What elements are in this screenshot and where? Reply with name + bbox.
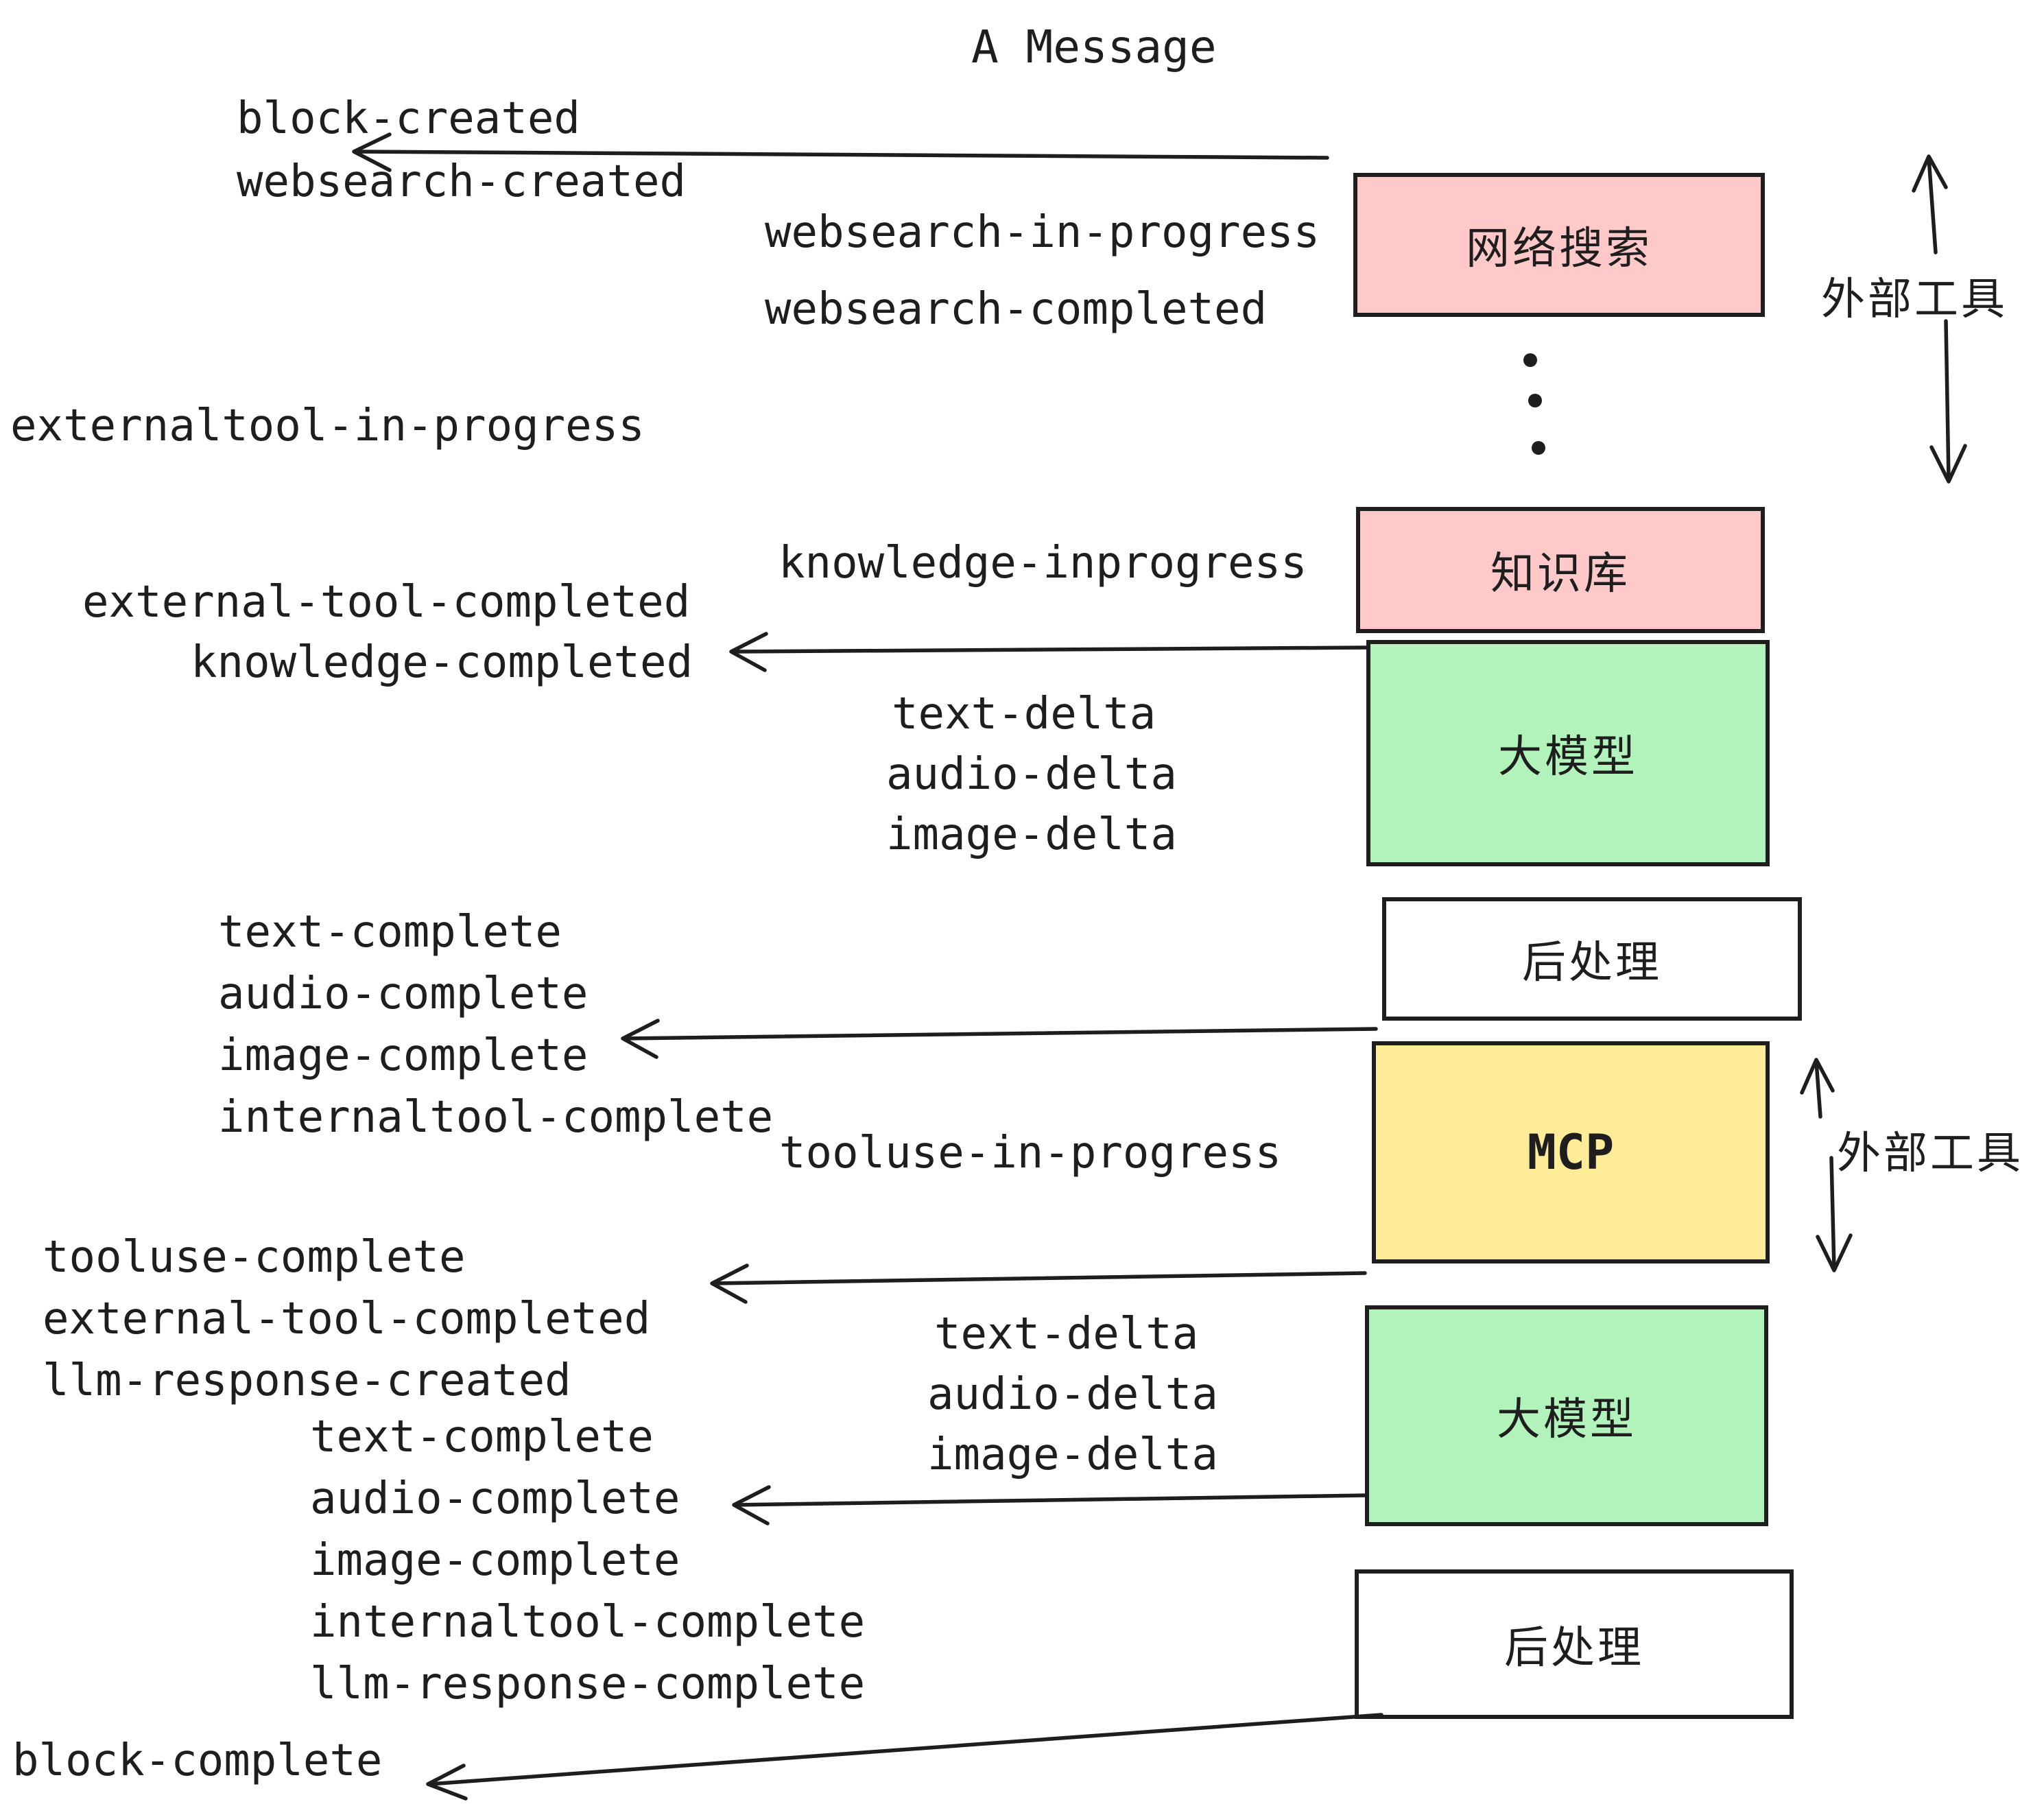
event-llm-response-complete: llm-response-complete (310, 1659, 866, 1709)
event-audio-complete-2: audio-complete (310, 1473, 680, 1524)
event-internaltool-complete-1: internaltool-complete (218, 1092, 774, 1143)
vertical-ellipsis-dot (1523, 353, 1537, 367)
diagram-title: A Message (971, 21, 1217, 73)
event-knowledge-completed: knowledge-completed (191, 637, 693, 688)
box-knowledge-base: 知识库 (1356, 507, 1765, 633)
event-audio-complete-1: audio-complete (218, 969, 589, 1019)
vertical-ellipsis-dot (1532, 441, 1545, 455)
event-image-delta-1: image-delta (886, 809, 1177, 860)
arrow-mcp-to-tooluse-complete (710, 1263, 1367, 1304)
box-postprocess-2-label: 后处理 (1504, 1623, 1644, 1674)
event-image-complete-2: image-complete (310, 1535, 680, 1586)
event-text-complete-2: text-complete (310, 1412, 654, 1462)
event-image-delta-2: image-delta (927, 1429, 1218, 1480)
event-text-complete-1: text-complete (218, 907, 562, 958)
box-postprocess-2: 后处理 (1355, 1569, 1794, 1719)
box-websearch: 网络搜索 (1353, 173, 1765, 317)
event-text-delta-2: text-delta (934, 1309, 1199, 1360)
event-internaltool-complete-2: internaltool-complete (310, 1597, 866, 1648)
box-llm-2-label: 大模型 (1497, 1394, 1637, 1445)
event-tooluse-complete: tooluse-complete (43, 1232, 466, 1283)
box-mcp-label: MCP (1527, 1124, 1615, 1180)
event-externaltool-in-progress: externaltool-in-progress (10, 401, 645, 451)
vertical-ellipsis (1523, 353, 1545, 455)
box-websearch-label: 网络搜索 (1466, 224, 1652, 274)
arrow-postprocess-to-image-complete (621, 1019, 1378, 1059)
external-tools-up-arrow-1 (1912, 154, 1948, 254)
box-postprocess-1-label: 后处理 (1522, 938, 1662, 988)
external-tools-label-1: 外部工具 (1821, 274, 2008, 325)
event-external-tool-completed-1: external-tool-completed (82, 577, 691, 628)
external-tools-down-arrow-1 (1929, 319, 1967, 484)
event-audio-delta-1: audio-delta (886, 749, 1177, 800)
event-websearch-created: websearch-created (237, 156, 687, 207)
box-llm-2: 大模型 (1365, 1305, 1768, 1526)
event-websearch-in-progress: websearch-in-progress (765, 207, 1320, 258)
event-websearch-completed: websearch-completed (765, 284, 1268, 335)
arrow-postprocess-to-block-complete (426, 1713, 1383, 1801)
box-knowledge-base-label: 知识库 (1490, 549, 1630, 600)
arrow-knowledge-to-knowledge-completed (729, 632, 1368, 672)
box-llm-1: 大模型 (1366, 640, 1770, 866)
event-image-complete-1: image-complete (218, 1030, 589, 1081)
external-tools-up-arrow-2 (1800, 1058, 1835, 1119)
event-knowledge-inprogress: knowledge-inprogress (779, 538, 1307, 589)
event-text-delta-1: text-delta (892, 689, 1156, 739)
event-external-tool-completed-2: external-tool-completed (43, 1294, 651, 1344)
event-block-created: block-created (237, 93, 580, 144)
vertical-ellipsis-dot (1528, 394, 1542, 407)
external-tools-label-2: 外部工具 (1837, 1128, 2023, 1179)
box-postprocess-1: 后处理 (1382, 897, 1802, 1021)
arrow-llm-to-audio-complete (732, 1485, 1368, 1526)
event-llm-response-created: llm-response-created (43, 1355, 571, 1406)
event-block-complete: block-complete (12, 1735, 383, 1786)
event-audio-delta-2: audio-delta (927, 1369, 1218, 1420)
box-mcp: MCP (1372, 1041, 1770, 1263)
event-tooluse-in-progress: tooluse-in-progress (779, 1128, 1282, 1178)
box-llm-1-label: 大模型 (1498, 732, 1638, 783)
